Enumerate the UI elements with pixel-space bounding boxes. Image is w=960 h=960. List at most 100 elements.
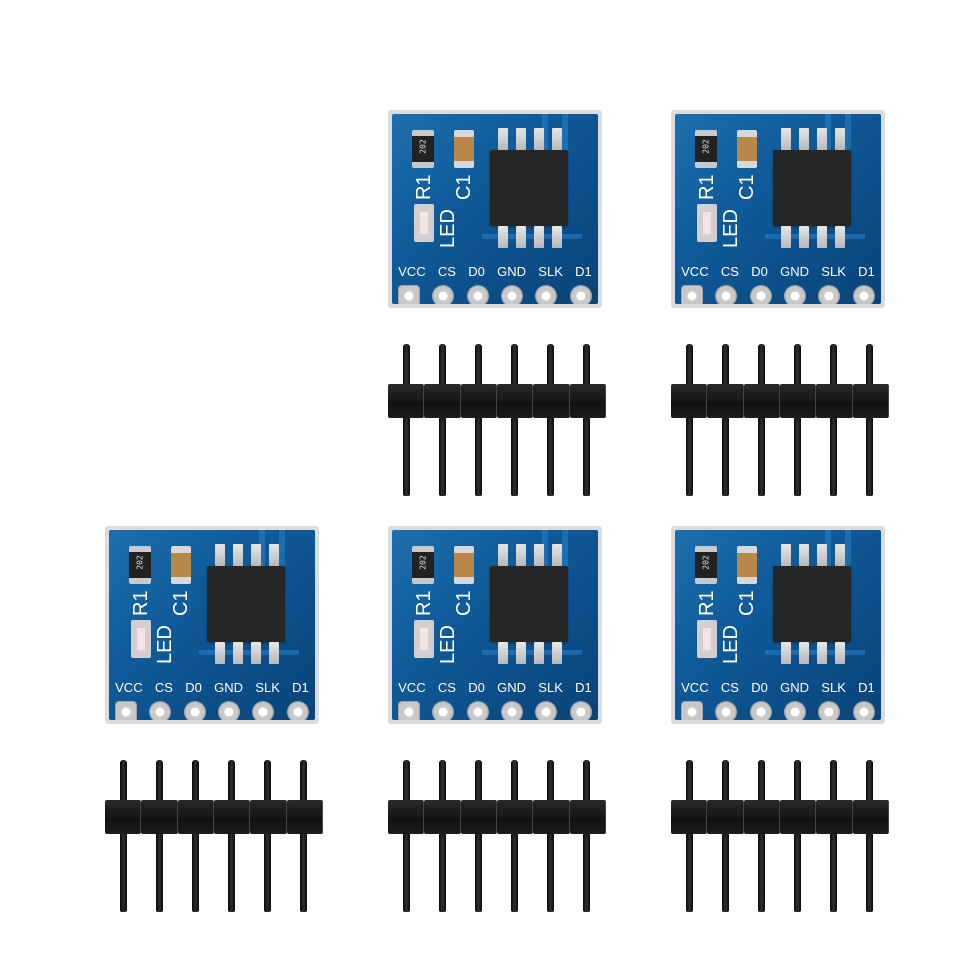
- ic-chip: [773, 566, 851, 642]
- capacitor-c1: [737, 546, 757, 584]
- pin-label-vcc: VCC: [115, 680, 143, 695]
- solder-pads: [675, 702, 881, 720]
- solder-pad: [433, 286, 454, 304]
- ic-pin: [835, 642, 845, 664]
- header-pin: [794, 760, 801, 912]
- header-pin: [192, 760, 199, 912]
- solder-pad: [819, 702, 840, 720]
- solder-pad: [536, 286, 557, 304]
- pin-header: [388, 344, 606, 500]
- pin-label-d1: D1: [575, 680, 592, 695]
- ic-pin: [498, 128, 508, 150]
- solder-pad: [785, 286, 806, 304]
- ic-pin: [781, 226, 791, 248]
- pin-labels: VCC CS D0 GND SLK D1: [392, 680, 598, 695]
- silk-r1-label: R1: [413, 590, 435, 616]
- ic-pin: [534, 226, 544, 248]
- ic-pin: [817, 128, 827, 150]
- solder-pad: [399, 702, 420, 720]
- ic-pin: [552, 544, 562, 566]
- pin-labels: VCC CS D0 GND SLK D1: [675, 680, 881, 695]
- ic-pin: [835, 544, 845, 566]
- pin-header: [105, 760, 323, 916]
- silk-c1-label: C1: [170, 590, 192, 616]
- solder-pad: [819, 286, 840, 304]
- solder-pad: [253, 702, 274, 720]
- pcb-board: 202 R1 C1 LED VCC CS D0 GND SLK D1: [105, 526, 319, 724]
- solder-pad: [433, 702, 454, 720]
- pin-label-d1: D1: [858, 264, 875, 279]
- led-component: [131, 620, 151, 658]
- led-component: [414, 204, 434, 242]
- ic-pin: [269, 642, 279, 664]
- solder-pad: [502, 702, 523, 720]
- pin-label-vcc: VCC: [681, 680, 709, 695]
- pin-header-body: [671, 384, 889, 418]
- ic-pin: [552, 642, 562, 664]
- capacitor-c1: [737, 130, 757, 168]
- ic-pin: [799, 128, 809, 150]
- pin-label-d1: D1: [292, 680, 309, 695]
- resistor-code: 202: [135, 555, 145, 570]
- header-pin: [120, 760, 127, 912]
- header-pin: [439, 344, 446, 496]
- header-pin: [475, 760, 482, 912]
- ic-pin: [233, 642, 243, 664]
- pin-header-body: [671, 800, 889, 834]
- ic-pin: [835, 128, 845, 150]
- pin-header-body: [388, 800, 606, 834]
- pin-label-d0: D0: [468, 680, 485, 695]
- pcb-face: 202 R1 C1 LED VCC CS D0 GND SLK D1: [109, 530, 315, 720]
- resistor-r1: 202: [129, 546, 151, 584]
- header-pin: [722, 760, 729, 912]
- silk-c1-label: C1: [453, 590, 475, 616]
- pcb-face: 202 R1 C1 LED VCC CS D0 GND SLK D1: [392, 530, 598, 720]
- solder-pad: [682, 286, 703, 304]
- pcb-board: 202 R1 C1 LED VCC CS D0 GND SLK D1: [388, 526, 602, 724]
- capacitor-c1: [454, 546, 474, 584]
- solder-pad: [116, 702, 137, 720]
- solder-pad: [750, 702, 771, 720]
- solder-pad: [502, 286, 523, 304]
- pin-label-gnd: GND: [497, 264, 527, 279]
- pin-labels: VCC CS D0 GND SLK D1: [392, 264, 598, 279]
- ic-pin: [498, 544, 508, 566]
- resistor-code: 202: [701, 139, 711, 154]
- ic-chip: [773, 150, 851, 226]
- resistor-code: 202: [418, 139, 428, 154]
- ic-pin: [552, 226, 562, 248]
- header-pin: [511, 760, 518, 912]
- solder-pad: [853, 702, 874, 720]
- resistor-code: 202: [418, 555, 428, 570]
- silk-c1-label: C1: [736, 174, 758, 200]
- pcb-board: 202 R1 C1 LED VCC CS D0 GND SLK D1: [671, 110, 885, 308]
- silk-led-label: LED: [154, 625, 176, 664]
- ic-pin: [799, 642, 809, 664]
- silk-r1-label: R1: [130, 590, 152, 616]
- silk-led-label: LED: [437, 209, 459, 248]
- ic-pin: [233, 544, 243, 566]
- ic-pin: [534, 128, 544, 150]
- ic-pin: [781, 544, 791, 566]
- solder-pad: [570, 286, 591, 304]
- header-pin: [156, 760, 163, 912]
- ic-pin: [516, 642, 526, 664]
- resistor-r1: 202: [695, 546, 717, 584]
- silk-led-label: LED: [720, 625, 742, 664]
- header-pin: [403, 344, 410, 496]
- pcb-face: 202 R1 C1 LED VCC CS D0 GND SLK D1: [392, 114, 598, 304]
- sensor-module: 202 R1 C1 LED VCC CS D0 GND SLK D1: [671, 110, 889, 500]
- capacitor-c1: [454, 130, 474, 168]
- solder-pad: [536, 702, 557, 720]
- pcb-face: 202 R1 C1 LED VCC CS D0 GND SLK D1: [675, 114, 881, 304]
- silk-r1-label: R1: [696, 590, 718, 616]
- pin-label-slk: SLK: [821, 680, 846, 695]
- solder-pads: [392, 702, 598, 720]
- header-pin: [794, 344, 801, 496]
- solder-pad: [682, 702, 703, 720]
- silk-led-label: LED: [720, 209, 742, 248]
- pin-label-d1: D1: [858, 680, 875, 695]
- capacitor-c1: [171, 546, 191, 584]
- led-component: [697, 620, 717, 658]
- ic-pin: [215, 544, 225, 566]
